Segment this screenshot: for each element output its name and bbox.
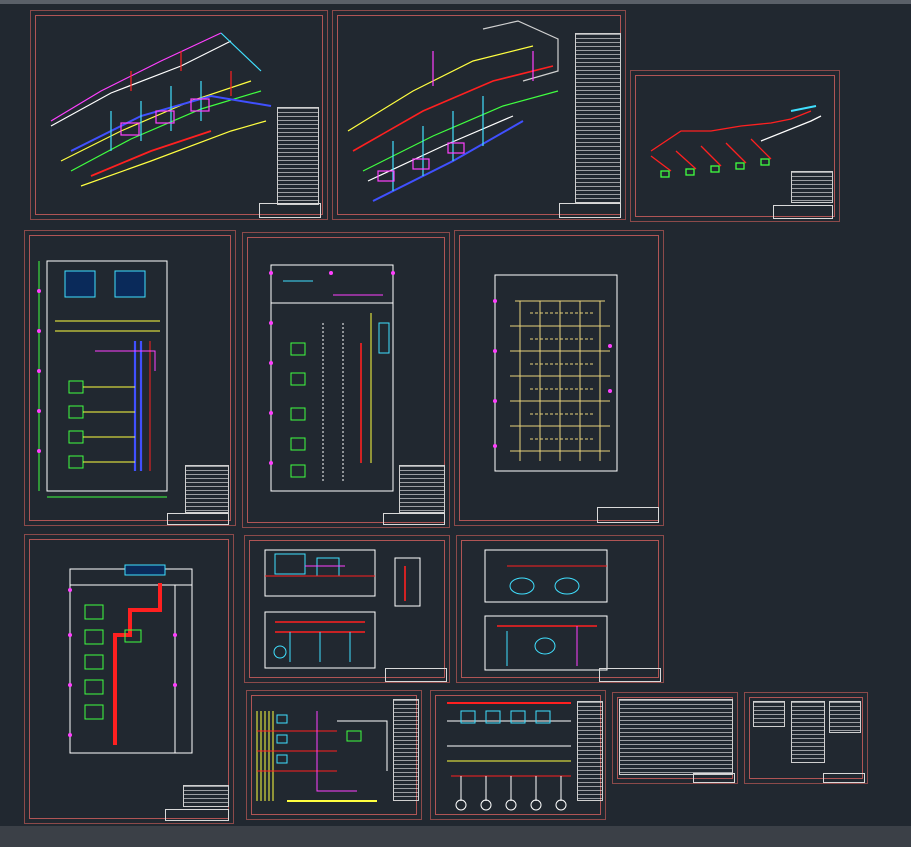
notes-text-block [753,701,785,727]
title-block [693,773,735,783]
sheet-frame [749,697,863,779]
equipment-schedule-table [791,171,833,203]
drawing-sheet-schematic-1[interactable] [246,690,422,820]
floor-plan-drawing [68,564,193,754]
equipment-schedule-table [399,465,445,513]
drawing-sheet-section-1[interactable] [244,535,450,683]
isometric-pipe-drawing [50,32,272,187]
drawing-sheet-schematic-2[interactable] [430,690,606,820]
sheet-frame [29,539,229,819]
riser-schematic [256,711,388,802]
equipment-schedule-table [183,785,229,807]
equipment-schedule-table [393,699,419,801]
status-bar [0,826,911,847]
title-block [259,203,321,218]
title-block [165,809,229,821]
sheet-frame [247,237,445,523]
drawing-sheet-section-2[interactable] [456,535,664,683]
sheet-frame [635,75,835,217]
drawing-sheet-plan-1[interactable] [24,230,236,526]
sheet-frame [459,235,659,521]
drawing-sheet-legend-1[interactable] [612,692,738,784]
notes-text-block [791,701,825,763]
sheet-frame [249,540,445,678]
drawing-sheet-legend-2[interactable] [744,692,868,784]
drawing-canvas[interactable] [0,4,911,826]
sheet-frame [29,235,231,521]
floor-plan-drawing [269,264,395,492]
title-block [167,513,229,525]
drawing-sheet-plan-3[interactable] [24,534,234,824]
title-block [823,773,865,783]
title-block [385,668,447,682]
title-block [597,507,659,523]
title-block [383,513,445,525]
section-drawing [484,549,608,671]
title-block [599,668,661,682]
isometric-pipe-drawing [347,20,559,202]
isometric-pipe-drawing [650,105,822,178]
equipment-schedule-table [277,107,319,205]
drawing-sheet-plan-2[interactable] [242,232,450,528]
notes-text-block [829,701,861,733]
sheet-frame [35,15,323,215]
drawing-sheet-isometric-2[interactable] [332,10,626,220]
sheet-frame [461,540,659,678]
legend-table [619,699,733,775]
section-drawing [264,549,421,669]
floor-plan-drawing [37,260,168,498]
equipment-schedule-table [577,701,603,801]
equipment-schedule-table [185,465,229,513]
drawing-sheet-isometric-3[interactable] [630,70,840,222]
drawing-sheet-plan-grid[interactable] [454,230,664,526]
equipment-schedule-table [575,33,621,203]
drawing-sheet-isometric-1[interactable] [30,10,328,220]
title-block [559,203,621,218]
riser-schematic [447,702,571,811]
title-block [773,205,833,219]
ductwork-grid-plan [493,274,618,472]
window-top-bar [0,0,911,4]
